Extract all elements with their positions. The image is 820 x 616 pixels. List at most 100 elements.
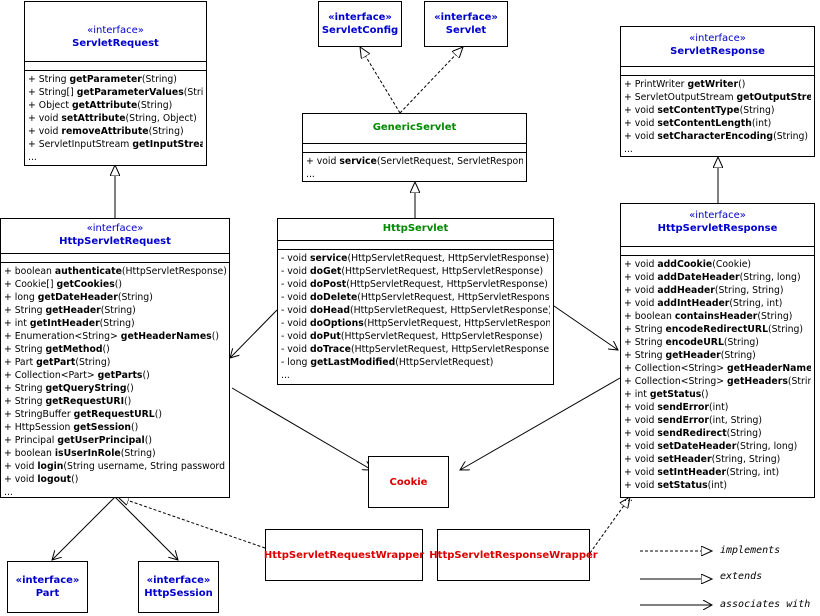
operations-compartment: - void service(HttpServletRequest, HttpS… (278, 250, 553, 383)
operation-name: sendError (657, 402, 709, 413)
request-uses-cookie (231, 387, 372, 470)
operation-params: (ServletRequest, ServletResponse) (376, 156, 523, 167)
operation-row: + ServletOutputStream getOutputStream() (624, 91, 811, 104)
http-servlet-response-class: «interface» HttpServletResponse + void a… (620, 203, 815, 504)
operation-name: login (37, 461, 64, 472)
operation-signature-prefix: + void (624, 118, 658, 129)
operation-name: getParts (97, 370, 143, 381)
operation-name: doTrace (309, 344, 351, 355)
operation-row: + Part getPart(String) (4, 356, 226, 369)
operation-signature-prefix: ... (624, 144, 633, 155)
operation-params: () (142, 370, 150, 381)
operation-signature-prefix: + void (28, 113, 62, 124)
operation-name: doPost (309, 279, 347, 290)
operation-name: getStatus (649, 389, 702, 400)
operation-row: - void doOptions(HttpServletRequest, Htt… (281, 317, 550, 330)
operation-name: doOptions (309, 318, 364, 329)
operation-row: + String[] getParameterValues(String) (28, 86, 203, 99)
operation-params: (String) (75, 357, 111, 368)
operation-row: + void setDateHeader(String, long) (624, 440, 811, 453)
operation-row: + void sendRedirect(String) (624, 427, 811, 440)
operation-name: encodeRedirectURL (665, 324, 769, 335)
operation-signature-prefix: + int (4, 318, 30, 329)
operation-name: addIntHeader (657, 298, 730, 309)
operation-row: + Collection<String> getHeaders(String) (624, 375, 811, 388)
operation-row: - void doPut(HttpServletRequest, HttpSer… (281, 330, 550, 343)
operation-row: ... (624, 143, 811, 156)
operation-params: () (154, 409, 162, 420)
operation-params: (String, long) (736, 441, 798, 452)
operation-signature-prefix: + String (4, 396, 46, 407)
operation-params: (String) (787, 376, 811, 387)
operation-row: + void setIntHeader(String, int) (624, 466, 811, 479)
operation-row: + Collection<Part> getParts() (4, 369, 226, 382)
operation-signature-prefix: + Principal (4, 435, 58, 446)
operation-row: + void logout() (4, 473, 226, 486)
operation-params: (HttpServletRequest, HttpServletResponse… (340, 331, 543, 342)
part-class: «interface» Part (7, 561, 88, 613)
operation-row: + String getMethod() (4, 343, 226, 356)
operation-params: (HttpServletRequest, HttpServletResponse… (350, 305, 550, 316)
operation-row: - void service(HttpServletRequest, HttpS… (281, 252, 550, 265)
operation-row: - long getLastModified(HttpServletReques… (281, 356, 550, 369)
operation-row: + void addDateHeader(String, long) (624, 271, 811, 284)
operation-signature-prefix: - void (281, 253, 310, 264)
operation-signature-prefix: + Enumeration<String> (4, 331, 121, 342)
operation-name: logout (37, 474, 72, 485)
operation-name: getMethod (45, 344, 103, 355)
class-name: GenericServlet (372, 122, 457, 133)
operation-name: getHeader (45, 305, 101, 316)
operation-signature-prefix: + Collection<String> (624, 376, 728, 387)
operation-signature-prefix: ... (281, 370, 290, 381)
operation-params: () (124, 396, 132, 407)
operation-row: + PrintWriter getWriter() (624, 78, 811, 91)
operation-row: + void service(ServletRequest, ServletRe… (306, 155, 523, 168)
attributes-compartment (278, 241, 553, 250)
class-name: Part (35, 588, 60, 599)
operation-row: - void doGet(HttpServletRequest, HttpSer… (281, 265, 550, 278)
operation-name: addCookie (657, 259, 713, 270)
operation-signature-prefix: + void (624, 415, 658, 426)
operation-signature-prefix: + void (624, 441, 658, 452)
operation-params: (String, String) (714, 285, 784, 296)
operation-signature-prefix: + String (4, 344, 46, 355)
operation-params: (String) (120, 448, 156, 459)
operation-signature-prefix: + String[] (28, 87, 77, 98)
http-servlet-class: HttpServlet - void service(HttpServletRe… (277, 218, 554, 385)
operation-params: () (114, 279, 122, 290)
operation-signature-prefix: - void (281, 318, 310, 329)
operation-params: (String) (773, 131, 809, 142)
stereotype: «interface» (689, 33, 746, 44)
class-name: HttpServletResponse (657, 223, 778, 234)
operation-row: + void setStatus(int) (624, 479, 811, 492)
operation-params: (String) (739, 105, 775, 116)
operation-name: setCharacterEncoding (657, 131, 774, 142)
stereotype: «interface» (689, 210, 746, 221)
request-uses-part (52, 496, 116, 560)
operation-row: ... (28, 151, 203, 164)
operation-row: + void sendError(int, String) (624, 414, 811, 427)
http-servlet-request-class: «interface» HttpServletRequest + boolean… (0, 218, 230, 498)
operation-row: + void setContentLength(int) (624, 117, 811, 130)
operation-name: doDelete (309, 292, 358, 303)
operation-signature-prefix: + StringBuffer (4, 409, 74, 420)
operation-signature-prefix: + void (306, 156, 340, 167)
operation-params: (String, long) (739, 272, 801, 283)
operation-row: + String getHeader(String) (624, 349, 811, 362)
operation-signature-prefix: + void (624, 467, 658, 478)
operation-params: (int) (708, 402, 729, 413)
operation-params: (String) (137, 100, 173, 111)
attributes-compartment (25, 62, 206, 71)
operation-params: () (144, 435, 152, 446)
operation-signature-prefix: - void (281, 292, 310, 303)
operations-compartment: + void addCookie(Cookie)+ void addDateHe… (621, 256, 814, 506)
operation-row: + boolean authenticate(HttpServletRespon… (4, 265, 226, 278)
operation-name: getHeaderNames (727, 363, 811, 374)
operation-signature-prefix: ... (306, 169, 315, 180)
operation-params: (HttpServletResponse) (121, 266, 226, 277)
response-uses-cookie (460, 377, 621, 470)
generic-servlet-class: GenericServlet + void service(ServletReq… (302, 113, 527, 182)
operation-signature-prefix: - void (281, 266, 310, 277)
operation-params: (String) (757, 311, 793, 322)
generic-implements-servlet (399, 47, 463, 114)
